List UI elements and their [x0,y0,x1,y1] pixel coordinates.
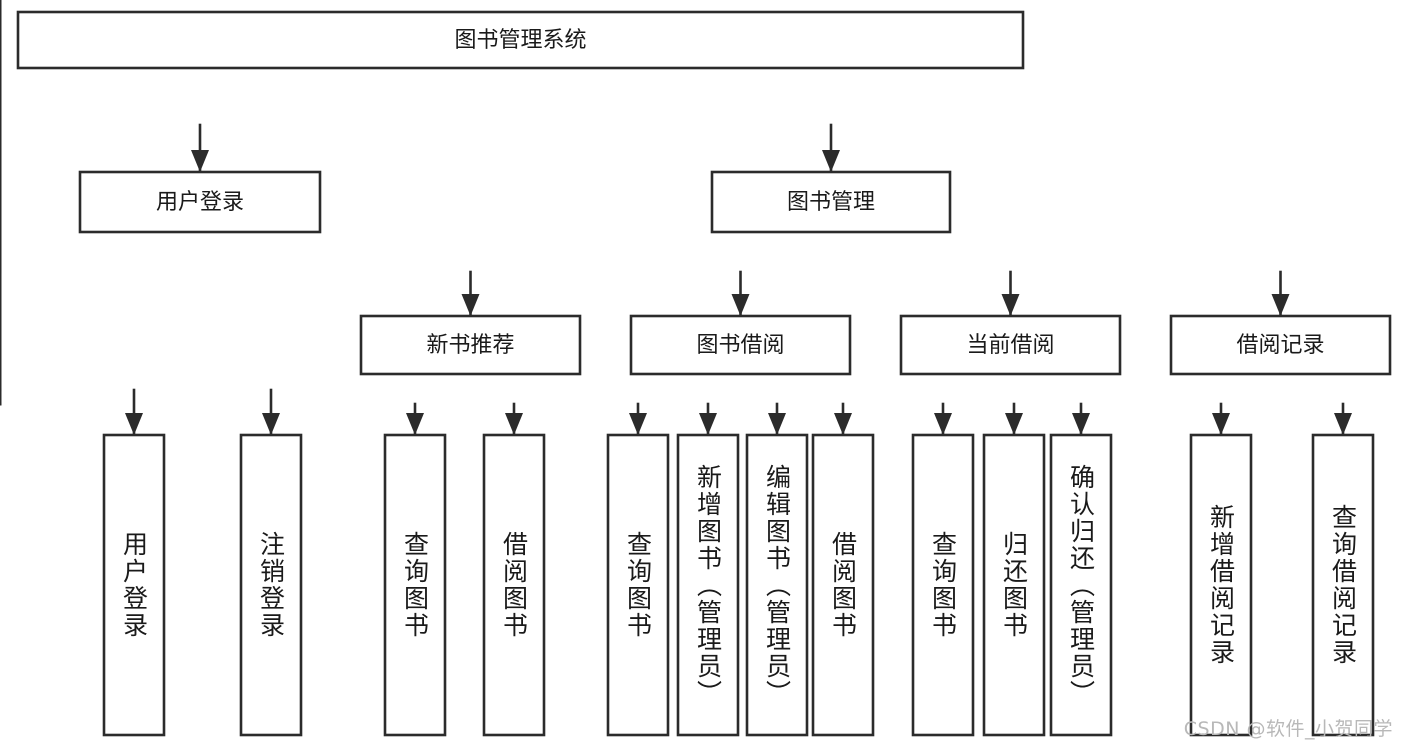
arrow-head-icon [461,294,480,316]
node-leaf-box-10[interactable] [1049,433,1113,737]
arrow-head-icon [834,413,852,435]
node-level3-label-0: 新书推荐 [426,333,514,358]
node-leaf-box-1[interactable] [239,433,303,737]
arrow-head-icon [1212,413,1230,435]
node-level3-box-0[interactable] [359,314,582,376]
node-root-label: 图书管理系统 [454,28,586,53]
connector-layer [0,0,1352,436]
node-root-box[interactable] [16,10,1025,70]
node-leaf-box-4[interactable] [606,433,670,737]
arrow-head-icon [505,413,523,435]
arrow-head-icon [822,150,840,172]
node-leaf-box-12[interactable] [1311,433,1375,737]
arrow-head-icon [768,413,786,435]
node-leaf-box-8[interactable] [911,433,975,737]
node-leaf-box-2[interactable] [383,433,447,737]
node-level2-label-0: 用户登录 [156,190,244,215]
arrow-head-icon [699,413,717,435]
node-level3-label-3: 借阅记录 [1236,333,1324,358]
node-level2-label-1: 图书管理 [787,190,875,215]
arrow-head-icon [1334,413,1352,435]
node-level2-box-0[interactable] [78,170,322,234]
node-level3-label-2: 当前借阅 [966,333,1054,358]
node-leaf-box-5[interactable] [676,433,740,737]
arrow-head-icon [1271,294,1290,316]
node-leaf-box-3[interactable] [482,433,546,737]
node-level2-box-1[interactable] [710,170,952,234]
arrow-head-icon [1005,413,1023,435]
node-box-layer [16,10,1392,737]
arrow-head-icon [731,294,750,316]
node-leaf-box-9[interactable] [982,433,1046,737]
watermark-text: CSDN @软件_小贺同学 [1183,718,1393,740]
arrow-head-icon [1072,413,1090,435]
arrow-head-icon [1001,294,1020,316]
node-level3-box-1[interactable] [629,314,852,376]
node-leaf-box-7[interactable] [811,433,875,737]
arrow-head-icon [125,413,143,435]
arrow-head-icon [629,413,647,435]
arrow-head-icon [934,413,952,435]
arrow-head-icon [191,150,209,172]
node-leaf-box-11[interactable] [1189,433,1253,737]
arrow-head-icon [262,413,280,435]
node-leaf-box-0[interactable] [102,433,166,737]
node-level3-box-2[interactable] [899,314,1122,376]
node-level3-label-1: 图书借阅 [696,333,784,358]
node-level3-box-3[interactable] [1169,314,1392,376]
node-leaf-box-6[interactable] [745,433,809,737]
arrow-head-icon [406,413,424,435]
